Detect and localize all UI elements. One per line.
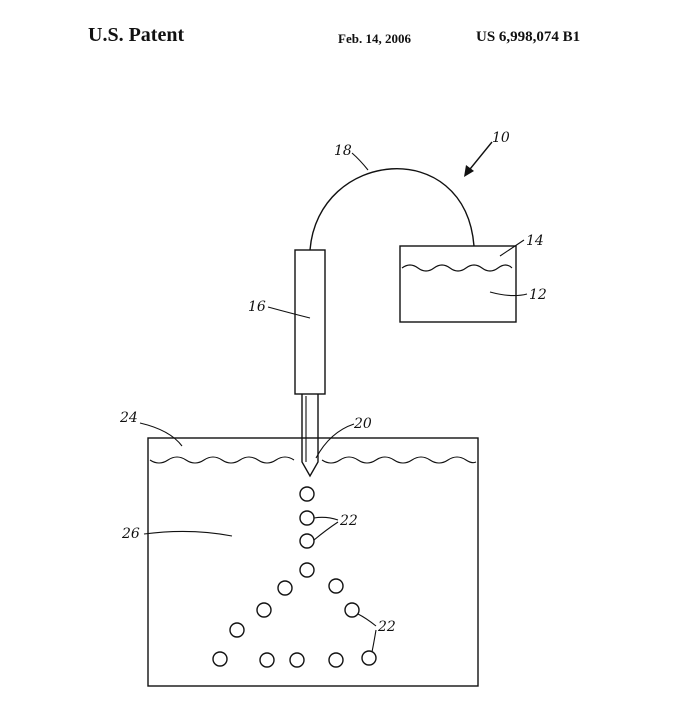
patent-header-title: U.S. Patent [88,24,185,46]
label-system: 10 [492,130,510,146]
droplet [212,651,228,667]
droplet [299,562,315,578]
needle [301,394,319,478]
leader-droplets-lower-a [357,613,377,627]
label-tube: 18 [334,143,352,159]
droplets [212,486,377,668]
label-reservoir-liquid: 12 [529,287,547,303]
reservoir [399,245,517,323]
droplet [256,602,272,618]
label-bath-liquid: 26 [121,526,140,542]
bath-surface [149,456,477,464]
droplet [289,652,305,668]
patent-date: Feb. 14, 2006 [338,31,411,46]
reservoir-surface [401,264,513,272]
droplet [344,602,360,618]
droplet [361,650,377,666]
tube [309,168,475,251]
droplet [299,510,315,526]
leader-droplets-upper-a [313,516,339,521]
label-droplets-lower: 22 [377,619,396,635]
label-reservoir-surface: 14 [526,233,544,249]
leader-syringe [267,306,311,319]
system-arrow [464,141,493,177]
syringe-body [294,249,326,395]
droplet [277,580,293,596]
patent-number: US 6,998,074 B1 [476,29,581,45]
leader-bath-liquid [143,530,233,537]
bath-container [147,437,479,687]
leader-tube [351,152,369,171]
droplet [299,486,315,502]
droplet [229,622,245,638]
leader-reservoir-liquid [489,291,528,297]
droplet [328,578,344,594]
leader-bath-surface [139,422,183,447]
leader-droplets-upper-b [313,521,339,541]
leader-reservoir-surface [499,239,525,257]
droplet [259,652,275,668]
droplet [328,652,344,668]
label-droplets-upper: 22 [339,513,358,529]
droplet [299,533,315,549]
label-needle-tip: 20 [353,416,372,432]
leader-needle-tip [315,423,355,459]
label-syringe: 16 [248,299,266,315]
leader-droplets-lower-b [371,629,377,653]
label-bath-surface: 24 [119,410,138,426]
